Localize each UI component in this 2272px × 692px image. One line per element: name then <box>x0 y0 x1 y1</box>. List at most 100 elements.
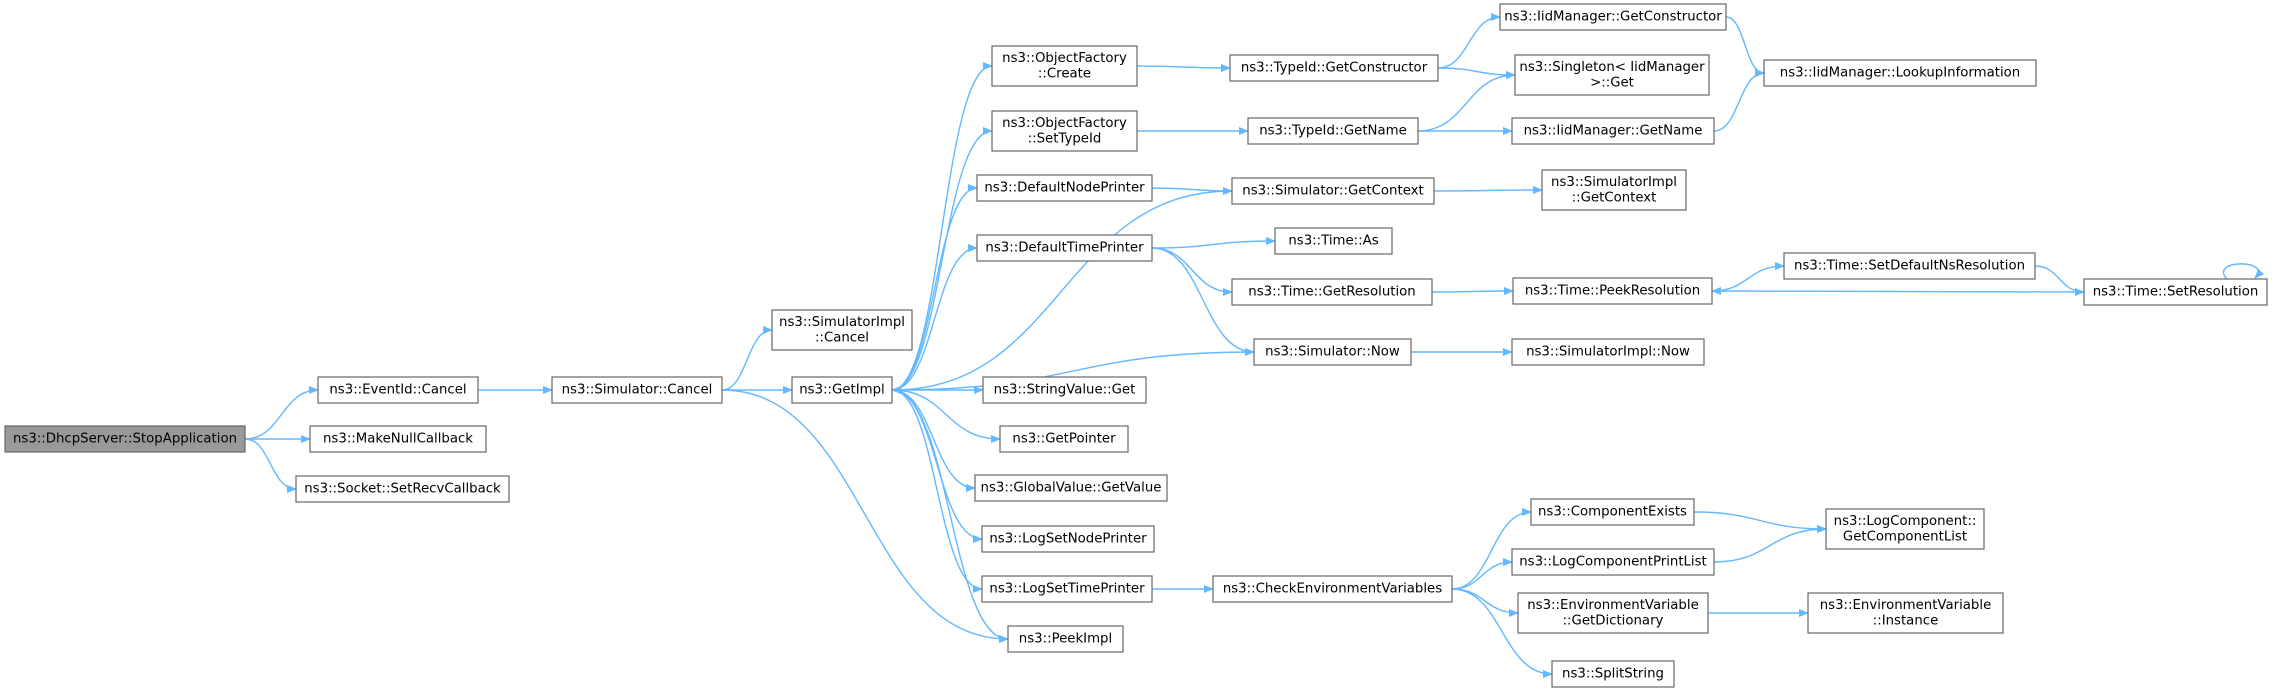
edge-line <box>1151 247 1233 296</box>
node-sim_getcontext[interactable]: ns3::Simulator::GetContext <box>1231 177 1435 205</box>
node-label: ns3::SimulatorImpl <box>1551 175 1677 190</box>
node-box <box>1007 625 1124 653</box>
node-simimpl_getctx[interactable]: ns3::SimulatorImpl::GetContext <box>1541 169 1687 211</box>
node-logcomp_getlist[interactable]: ns3::LogComponent::GetComponentList <box>1825 508 1985 550</box>
node-label: ns3::LogSetNodePrinter <box>989 532 1147 547</box>
edge-line <box>721 326 773 391</box>
edge-sim_now-to-getimpl <box>891 351 1255 394</box>
edge-iid_getctor-to-iid_lookup <box>1725 16 1765 77</box>
node-defnodeprinter[interactable]: ns3::DefaultNodePrinter <box>976 174 1153 202</box>
edge-line <box>1451 588 1519 617</box>
node-of_settypeid[interactable]: ns3::ObjectFactory::SetTypeId <box>991 110 1138 152</box>
edge-line <box>1725 16 1765 77</box>
node-eventid_cancel[interactable]: ns3::EventId::Cancel <box>317 376 479 404</box>
node-box <box>1231 278 1433 306</box>
edge-getimpl-to-of_create <box>891 62 993 391</box>
node-simimpl_cancel[interactable]: ns3::SimulatorImpl::Cancel <box>771 309 913 351</box>
node-box <box>991 110 1138 152</box>
edge-time_setres-to-time_setres <box>2223 263 2265 280</box>
node-box <box>1514 54 1710 96</box>
node-checkenv[interactable]: ns3::CheckEnvironmentVariables <box>1212 575 1453 603</box>
edge-line <box>244 386 319 440</box>
node-simimpl_now[interactable]: ns3::SimulatorImpl::Now <box>1511 338 1705 366</box>
node-getimpl[interactable]: ns3::GetImpl <box>791 376 893 404</box>
node-iid_getname[interactable]: ns3::IidManager::GetName <box>1511 117 1715 145</box>
node-typeid_getctor[interactable]: ns3::TypeId::GetConstructor <box>1229 54 1439 82</box>
node-box <box>982 376 1147 404</box>
node-label: ns3::EnvironmentVariable <box>1820 598 1992 613</box>
node-envvar_instance[interactable]: ns3::EnvironmentVariable::Instance <box>1807 592 2004 634</box>
node-label: ::GetContext <box>1572 190 1657 205</box>
node-getpointer[interactable]: ns3::GetPointer <box>999 425 1129 453</box>
node-time_peekres[interactable]: ns3::Time::PeekResolution <box>1512 277 1713 305</box>
node-logsetnode[interactable]: ns3::LogSetNodePrinter <box>981 525 1155 553</box>
node-splitstring[interactable]: ns3::SplitString <box>1551 660 1675 688</box>
edge-deftimeprinter-to-time_getres <box>1151 247 1233 296</box>
node-box <box>551 376 723 404</box>
node-label: ns3::PeekImpl <box>1019 632 1112 647</box>
node-label: ns3::Time::SetResolution <box>2093 285 2259 300</box>
node-setrecv[interactable]: ns3::Socket::SetRecvCallback <box>295 475 510 503</box>
node-label: ns3::LogComponent:: <box>1834 514 1977 529</box>
edge-getimpl-to-logsettime <box>891 389 983 593</box>
node-sim_cancel[interactable]: ns3::Simulator::Cancel <box>551 376 723 404</box>
node-box <box>317 376 479 404</box>
edge-time_peekres-to-time_setdefns <box>1711 262 1785 292</box>
node-globalvalue_get[interactable]: ns3::GlobalValue::GetValue <box>974 474 1168 502</box>
edge-defnodeprinter-to-sim_getcontext <box>1151 186 1233 195</box>
node-compexists[interactable]: ns3::ComponentExists <box>1530 498 1695 526</box>
node-iid_getctor[interactable]: ns3::IidManager::GetConstructor <box>1499 3 1727 31</box>
node-label: ns3::Time::SetDefaultNsResolution <box>1794 259 2025 274</box>
node-label: ns3::Singleton< IidManager <box>1519 60 1705 75</box>
edge-line <box>891 62 993 391</box>
node-logcompprint[interactable]: ns3::LogComponentPrintList <box>1511 548 1715 576</box>
node-label: ns3::CheckEnvironmentVariables <box>1223 582 1442 597</box>
node-box <box>1541 169 1687 211</box>
node-stopapp[interactable]: ns3::DhcpServer::StopApplication <box>4 425 246 453</box>
node-stringvalue_get[interactable]: ns3::StringValue::Get <box>982 376 1147 404</box>
node-time_setres[interactable]: ns3::Time::SetResolution <box>2083 278 2268 306</box>
node-peekimpl[interactable]: ns3::PeekImpl <box>1007 625 1124 653</box>
node-label: ns3::Socket::SetRecvCallback <box>304 482 501 497</box>
node-makenull[interactable]: ns3::MakeNullCallback <box>309 425 487 453</box>
edge-line <box>244 438 297 493</box>
node-time_getres[interactable]: ns3::Time::GetResolution <box>1231 278 1433 306</box>
node-sim_now[interactable]: ns3::Simulator::Now <box>1253 338 1412 366</box>
edge-line <box>1136 63 1231 72</box>
node-time_setdefns[interactable]: ns3::Time::SetDefaultNsResolution <box>1783 252 2036 280</box>
edge-typeid_getctor-to-singleton_get <box>1437 67 1516 79</box>
edge-line <box>1451 508 1532 590</box>
node-envvar_getdict[interactable]: ns3::EnvironmentVariable::GetDictionary <box>1517 592 1709 634</box>
node-singleton_get[interactable]: ns3::Singleton< IidManager>::Get <box>1514 54 1710 96</box>
edge-line <box>891 389 1001 443</box>
node-logsettime[interactable]: ns3::LogSetTimePrinter <box>981 575 1153 603</box>
node-box <box>1512 277 1713 305</box>
node-box <box>1247 117 1419 145</box>
node-box <box>976 174 1153 202</box>
node-box <box>1825 508 1985 550</box>
edge-line <box>1417 71 1516 132</box>
edge-sim_cancel-to-simimpl_cancel <box>721 326 773 391</box>
node-time_as[interactable]: ns3::Time::As <box>1274 227 1393 255</box>
edge-line <box>2223 263 2265 280</box>
node-of_create[interactable]: ns3::ObjectFactory::Create <box>991 45 1138 87</box>
edge-line <box>891 389 983 593</box>
edge-line <box>1437 67 1516 79</box>
node-label: ns3::LogSetTimePrinter <box>989 582 1145 597</box>
node-box <box>2083 278 2268 306</box>
node-label: ns3::TypeId::GetName <box>1259 124 1407 139</box>
edge-line <box>891 389 1009 643</box>
node-label: ns3::DefaultNodePrinter <box>984 181 1145 196</box>
node-label: ns3::EventId::Cancel <box>329 383 466 398</box>
node-label: ns3::Time::GetResolution <box>1248 285 1415 300</box>
node-label: ns3::IidManager::GetName <box>1524 124 1703 139</box>
node-typeid_getname[interactable]: ns3::TypeId::GetName <box>1247 117 1419 145</box>
node-label: ns3::SimulatorImpl::Now <box>1526 345 1690 360</box>
node-box <box>295 475 510 503</box>
edge-line <box>1433 186 1543 195</box>
node-label: ::SetTypeId <box>1028 131 1102 146</box>
node-deftimeprinter[interactable]: ns3::DefaultTimePrinter <box>976 234 1153 262</box>
node-label: ns3::IidManager::GetConstructor <box>1504 10 1722 25</box>
node-iid_lookup[interactable]: ns3::IidManager::LookupInformation <box>1763 59 2037 87</box>
edge-line <box>1713 525 1827 563</box>
